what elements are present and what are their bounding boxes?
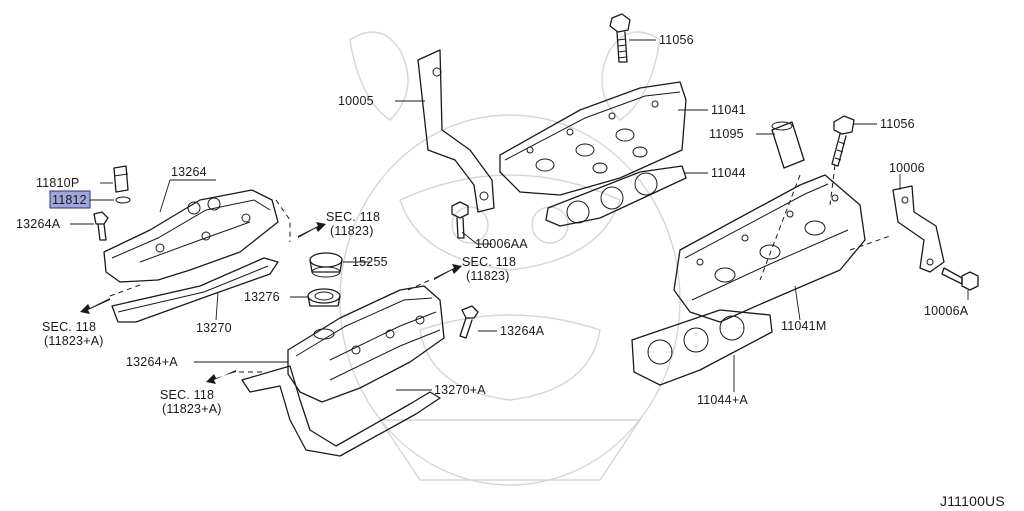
label-10005: 10005 (338, 94, 374, 108)
o-ring-11812 (115, 196, 131, 204)
bracket-10006 (892, 185, 945, 273)
sec-label-1a: SEC. 118 (326, 210, 380, 224)
bolt-13264A-left (93, 211, 109, 241)
cylinder-head-11041M (673, 174, 866, 323)
label-13270pA: 13270+A (434, 383, 486, 397)
gasket-11044 (545, 165, 687, 227)
label-13264A-mid: 13264A (500, 324, 545, 338)
label-11810P: 11810P (36, 176, 79, 190)
valve-cover-13264-A (287, 285, 445, 403)
label-11812[interactable]: 11812 (52, 193, 87, 207)
highlight-11812[interactable] (49, 190, 91, 209)
gasket-13270-A (241, 365, 441, 457)
label-13276: 13276 (244, 290, 280, 304)
label-11056-right: 11056 (880, 117, 915, 131)
label-11044: 11044 (711, 166, 746, 180)
sec-label-1b: (11823) (330, 224, 374, 238)
bolt-10006A (941, 267, 979, 291)
gasket-11044-A (631, 309, 773, 386)
cylinder-head-11041 (499, 81, 687, 196)
label-13264A-left: 13264A (16, 217, 61, 231)
label-10006A: 10006A (924, 304, 969, 318)
label-11041: 11041 (711, 103, 746, 117)
pcv-valve-11810P (113, 165, 129, 193)
sec-arrow-4 (206, 370, 236, 384)
oil-cap-15255 (309, 252, 343, 278)
label-11044A: 11044+A (697, 393, 748, 407)
bolt-11056-top (609, 13, 631, 63)
label-13264: 13264 (171, 165, 207, 179)
bolt-11056-right (831, 115, 855, 167)
sec-label-3b: (11823+A) (44, 334, 104, 348)
dowel-11095 (771, 121, 805, 169)
label-13264pA: 13264+A (126, 355, 178, 369)
label-13270: 13270 (196, 321, 232, 335)
sec-arrow-1 (298, 222, 326, 238)
sec-label-2b: (11823) (466, 269, 510, 283)
label-11056-top: 11056 (659, 33, 694, 47)
diagram-code: J11100US (940, 493, 1005, 509)
sec-label-4a: SEC. 118 (160, 388, 214, 402)
label-11095: 11095 (709, 127, 744, 141)
label-10006: 10006 (889, 161, 925, 175)
valve-cover-13264 (103, 189, 279, 283)
bolt-10006AA (451, 201, 469, 239)
bolt-13264A-mid (459, 305, 479, 339)
sec-label-2a: SEC. 118 (462, 255, 516, 269)
sec-label-4b: (11823+A) (162, 402, 222, 416)
label-11041M: 11041M (781, 319, 826, 333)
seal-13276 (307, 288, 341, 307)
label-15255: 15255 (352, 255, 388, 269)
label-10006AA: 10006AA (475, 237, 528, 251)
sec-label-3a: SEC. 118 (42, 320, 96, 334)
sec-arrow-2 (434, 264, 462, 280)
watermark-emblem (339, 31, 681, 486)
sec-arrow-3 (80, 298, 110, 314)
bracket-10005 (417, 49, 495, 213)
gasket-13270 (111, 257, 279, 323)
